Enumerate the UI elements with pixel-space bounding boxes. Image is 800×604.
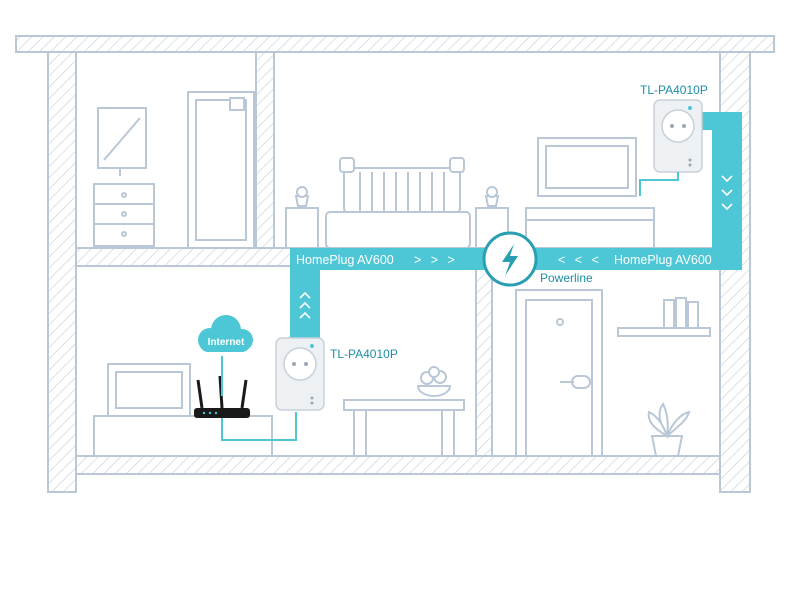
table <box>343 399 465 411</box>
arrows-left: < < < <box>558 253 602 267</box>
cloud-label: Internet <box>208 337 245 348</box>
fruit-bowl <box>416 385 452 397</box>
bed <box>325 211 471 249</box>
lower-partition <box>475 265 493 457</box>
tv-cabinet-upper <box>525 207 655 249</box>
plug-icon <box>275 337 325 411</box>
band-right-vertical <box>712 112 742 270</box>
ethernet-cable-upper <box>639 172 679 196</box>
roof-beam <box>15 35 775 53</box>
nightstand-left <box>285 207 319 249</box>
up-arrows <box>299 291 311 319</box>
bedroom-furniture <box>285 137 655 249</box>
arrows-right: > > > <box>414 253 458 267</box>
device-label-lower: TL-PA4010P <box>330 347 398 361</box>
left-wall <box>47 51 77 493</box>
ground-floor <box>75 455 721 475</box>
tv-cabinet-lower <box>93 415 273 457</box>
band-label-left: HomePlug AV600 <box>296 253 394 267</box>
band-left-vertical <box>290 248 320 342</box>
router-icon <box>194 375 250 418</box>
hallway-furniture <box>515 289 711 457</box>
down-arrows <box>721 175 733 211</box>
living-room-furniture <box>93 363 465 457</box>
bed-headboard <box>343 167 461 215</box>
bathroom-furniture <box>93 91 255 249</box>
wall-shelf <box>617 327 711 337</box>
powerline-label: Powerline <box>540 271 593 285</box>
device-label-upper: TL-PA4010P <box>640 83 708 97</box>
plant-pot <box>650 435 684 457</box>
cloud-icon <box>198 315 253 352</box>
adapter-upper <box>653 99 703 173</box>
upper-partition <box>255 51 275 249</box>
house-structure <box>15 35 775 493</box>
ethernet-cable-lower <box>221 412 297 441</box>
lightning-icon <box>482 231 538 287</box>
band-label-right: HomePlug AV600 <box>614 253 712 267</box>
